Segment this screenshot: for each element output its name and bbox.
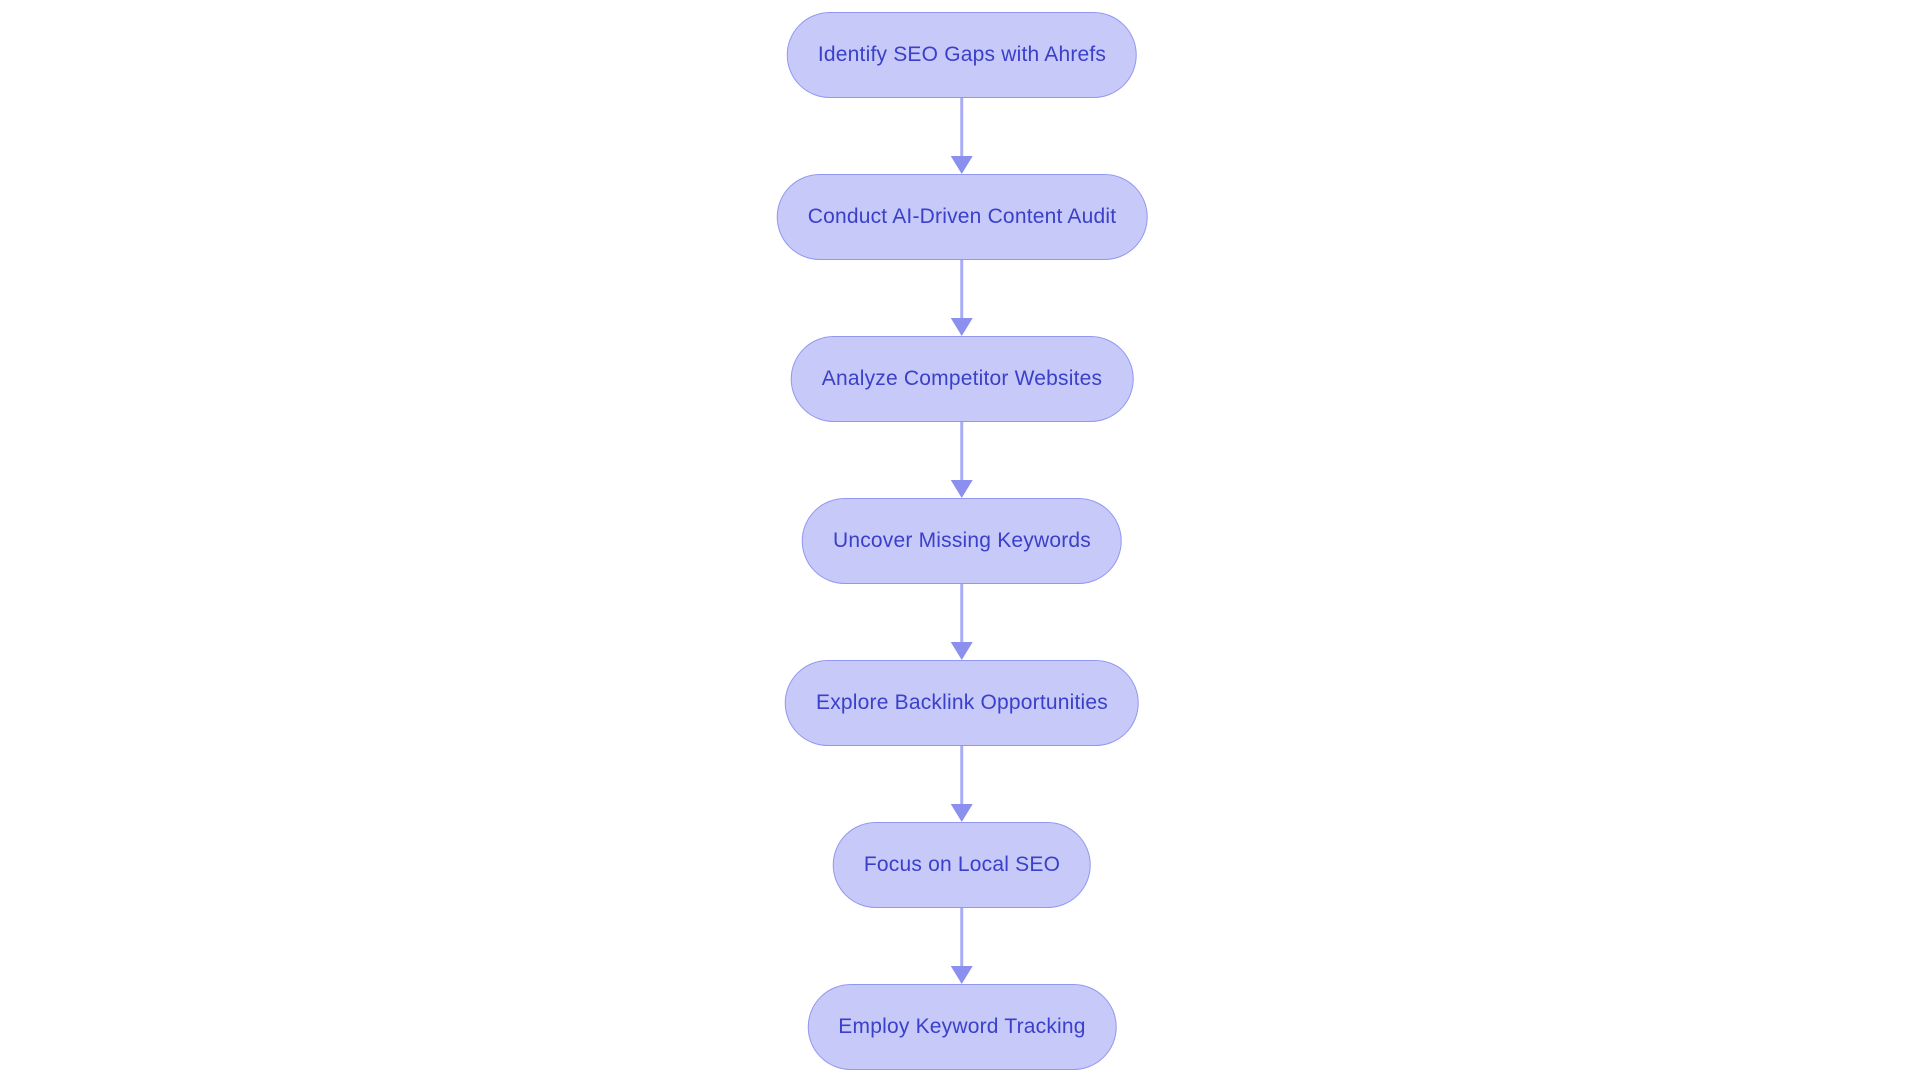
flow-node-backlink-opportunities: Explore Backlink Opportunities bbox=[785, 660, 1139, 746]
flow-node-label: Explore Backlink Opportunities bbox=[816, 691, 1108, 714]
arrow-head-icon bbox=[950, 156, 973, 174]
connector-arrow bbox=[950, 98, 974, 174]
connector-arrow bbox=[950, 584, 974, 660]
connector-arrow bbox=[950, 908, 974, 984]
arrow-head-icon bbox=[950, 480, 973, 498]
arrow-line bbox=[960, 746, 964, 805]
flow-column: Identify SEO Gaps with Ahrefs Conduct AI… bbox=[776, 12, 1148, 1070]
arrow-head-icon bbox=[950, 318, 973, 336]
arrow-head-icon bbox=[950, 966, 973, 984]
flow-node-label: Analyze Competitor Websites bbox=[821, 367, 1103, 390]
arrow-line bbox=[960, 908, 964, 967]
connector-arrow bbox=[950, 260, 974, 336]
arrow-line bbox=[960, 422, 964, 481]
connector-arrow bbox=[950, 422, 974, 498]
flow-node-label: Uncover Missing Keywords bbox=[832, 529, 1092, 552]
connector-arrow bbox=[950, 746, 974, 822]
flow-node-identify-seo-gaps: Identify SEO Gaps with Ahrefs bbox=[786, 12, 1138, 98]
arrow-line bbox=[960, 584, 964, 643]
arrow-line bbox=[960, 260, 964, 319]
flow-node-keyword-tracking: Employ Keyword Tracking bbox=[807, 984, 1117, 1070]
arrow-line bbox=[960, 98, 964, 157]
flow-node-label: Employ Keyword Tracking bbox=[838, 1015, 1086, 1038]
flow-node-label: Focus on Local SEO bbox=[863, 853, 1061, 876]
arrow-head-icon bbox=[950, 804, 973, 822]
arrow-head-icon bbox=[950, 642, 973, 660]
flow-node-missing-keywords: Uncover Missing Keywords bbox=[801, 498, 1123, 584]
flow-node-analyze-competitors: Analyze Competitor Websites bbox=[790, 336, 1134, 422]
flow-node-label: Identify SEO Gaps with Ahrefs bbox=[817, 43, 1107, 66]
flow-node-local-seo: Focus on Local SEO bbox=[832, 822, 1092, 908]
flow-node-label: Conduct AI-Driven Content Audit bbox=[807, 205, 1117, 228]
flow-node-content-audit: Conduct AI-Driven Content Audit bbox=[776, 174, 1148, 260]
